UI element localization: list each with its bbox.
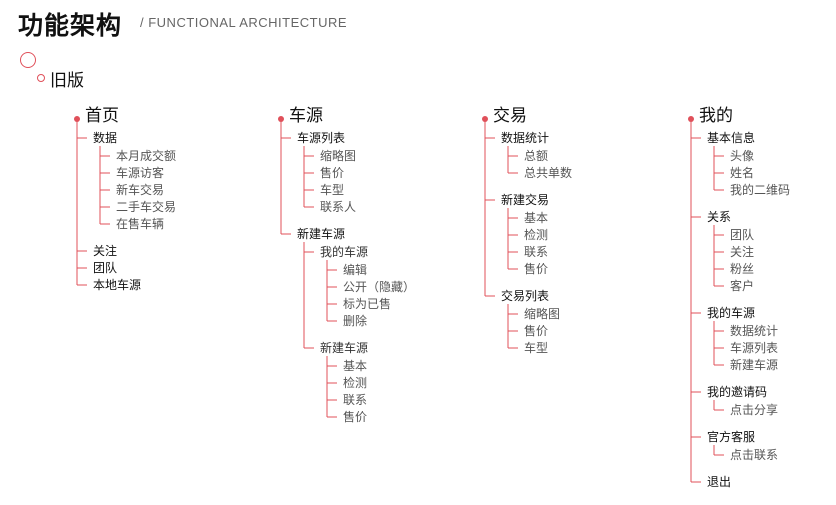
column-title: 车源 (289, 106, 323, 126)
tree-node-primary: 车源列表 (297, 131, 346, 145)
tree-node: 售价 (320, 166, 345, 180)
tree-node: 联系 (343, 393, 368, 407)
tree-node: 新建车源 (730, 358, 779, 372)
tree-node: 删除 (343, 314, 368, 328)
tree-node-primary: 本地车源 (93, 278, 142, 292)
tree-node: 检测 (343, 376, 368, 390)
tree-node: 新建车源 (320, 341, 369, 355)
tree-node: 标为已售 (343, 297, 392, 311)
tree-node: 数据统计 (730, 324, 779, 338)
tree-node: 头像 (730, 149, 755, 163)
tree-node: 车源列表 (730, 341, 779, 355)
tree-node-primary: 数据统计 (501, 131, 550, 145)
tree-node-primary: 退出 (707, 475, 732, 489)
tree-node: 在售车辆 (116, 217, 165, 231)
tree-node: 点击分享 (730, 403, 779, 417)
column-title: 我的 (699, 106, 733, 126)
tree-node-primary: 团队 (93, 261, 118, 275)
tree-node: 编辑 (343, 263, 368, 277)
tree-node: 姓名 (730, 166, 755, 180)
tree-node: 新车交易 (116, 183, 165, 197)
tree-node: 关注 (730, 245, 755, 259)
tree-node: 车型 (524, 341, 549, 355)
tree-connectors (690, 119, 724, 483)
tree-node: 缩略图 (524, 307, 561, 321)
tree-node-primary: 关系 (707, 210, 732, 224)
tree-node: 售价 (524, 262, 549, 276)
tree-node: 客户 (730, 279, 755, 293)
tree-node-primary: 数据 (93, 131, 118, 145)
tree-node-primary: 交易列表 (501, 289, 550, 303)
tree-node: 粉丝 (730, 262, 755, 276)
tree-node: 总共单数 (524, 166, 573, 180)
column-title: 交易 (493, 106, 527, 126)
tree-node: 基本 (524, 211, 549, 225)
tree-node: 车源访客 (116, 166, 165, 180)
tree-node: 联系人 (320, 200, 357, 214)
tree-connectors (76, 119, 110, 286)
decorative-circle-small-icon (37, 74, 45, 82)
version-label: 旧版 (50, 71, 84, 91)
decorative-circle-large-icon (20, 52, 36, 68)
tree-node: 本月成交额 (116, 149, 177, 163)
tree-node-primary: 我的车源 (707, 306, 756, 320)
tree-node-primary: 我的邀请码 (707, 385, 768, 399)
tree-node: 车型 (320, 183, 345, 197)
tree-node: 检测 (524, 228, 549, 242)
tree-connectors (280, 119, 337, 418)
tree-node: 总额 (524, 149, 549, 163)
column-title: 首页 (85, 106, 119, 126)
tree-node: 缩略图 (320, 149, 357, 163)
tree-node-primary: 官方客服 (707, 430, 756, 444)
tree-node-primary: 关注 (93, 244, 118, 258)
tree-node: 我的车源 (320, 245, 369, 259)
tree-node-primary: 新建车源 (297, 227, 346, 241)
tree-connectors (484, 119, 518, 349)
tree-node-primary: 新建交易 (501, 193, 550, 207)
tree-node: 售价 (343, 410, 368, 424)
page-subtitle: / FUNCTIONAL ARCHITECTURE (140, 15, 348, 30)
tree-node: 售价 (524, 324, 549, 338)
tree-node: 基本 (343, 359, 368, 373)
tree-node: 点击联系 (730, 448, 779, 462)
tree-node: 团队 (730, 228, 755, 242)
tree-node: 我的二维码 (730, 183, 791, 197)
tree-node: 公开（隐藏） (343, 280, 416, 294)
page-title: 功能架构 (18, 11, 123, 40)
tree-node-primary: 基本信息 (707, 131, 756, 145)
tree-node: 二手车交易 (116, 200, 177, 214)
tree-node: 联系 (524, 245, 549, 259)
